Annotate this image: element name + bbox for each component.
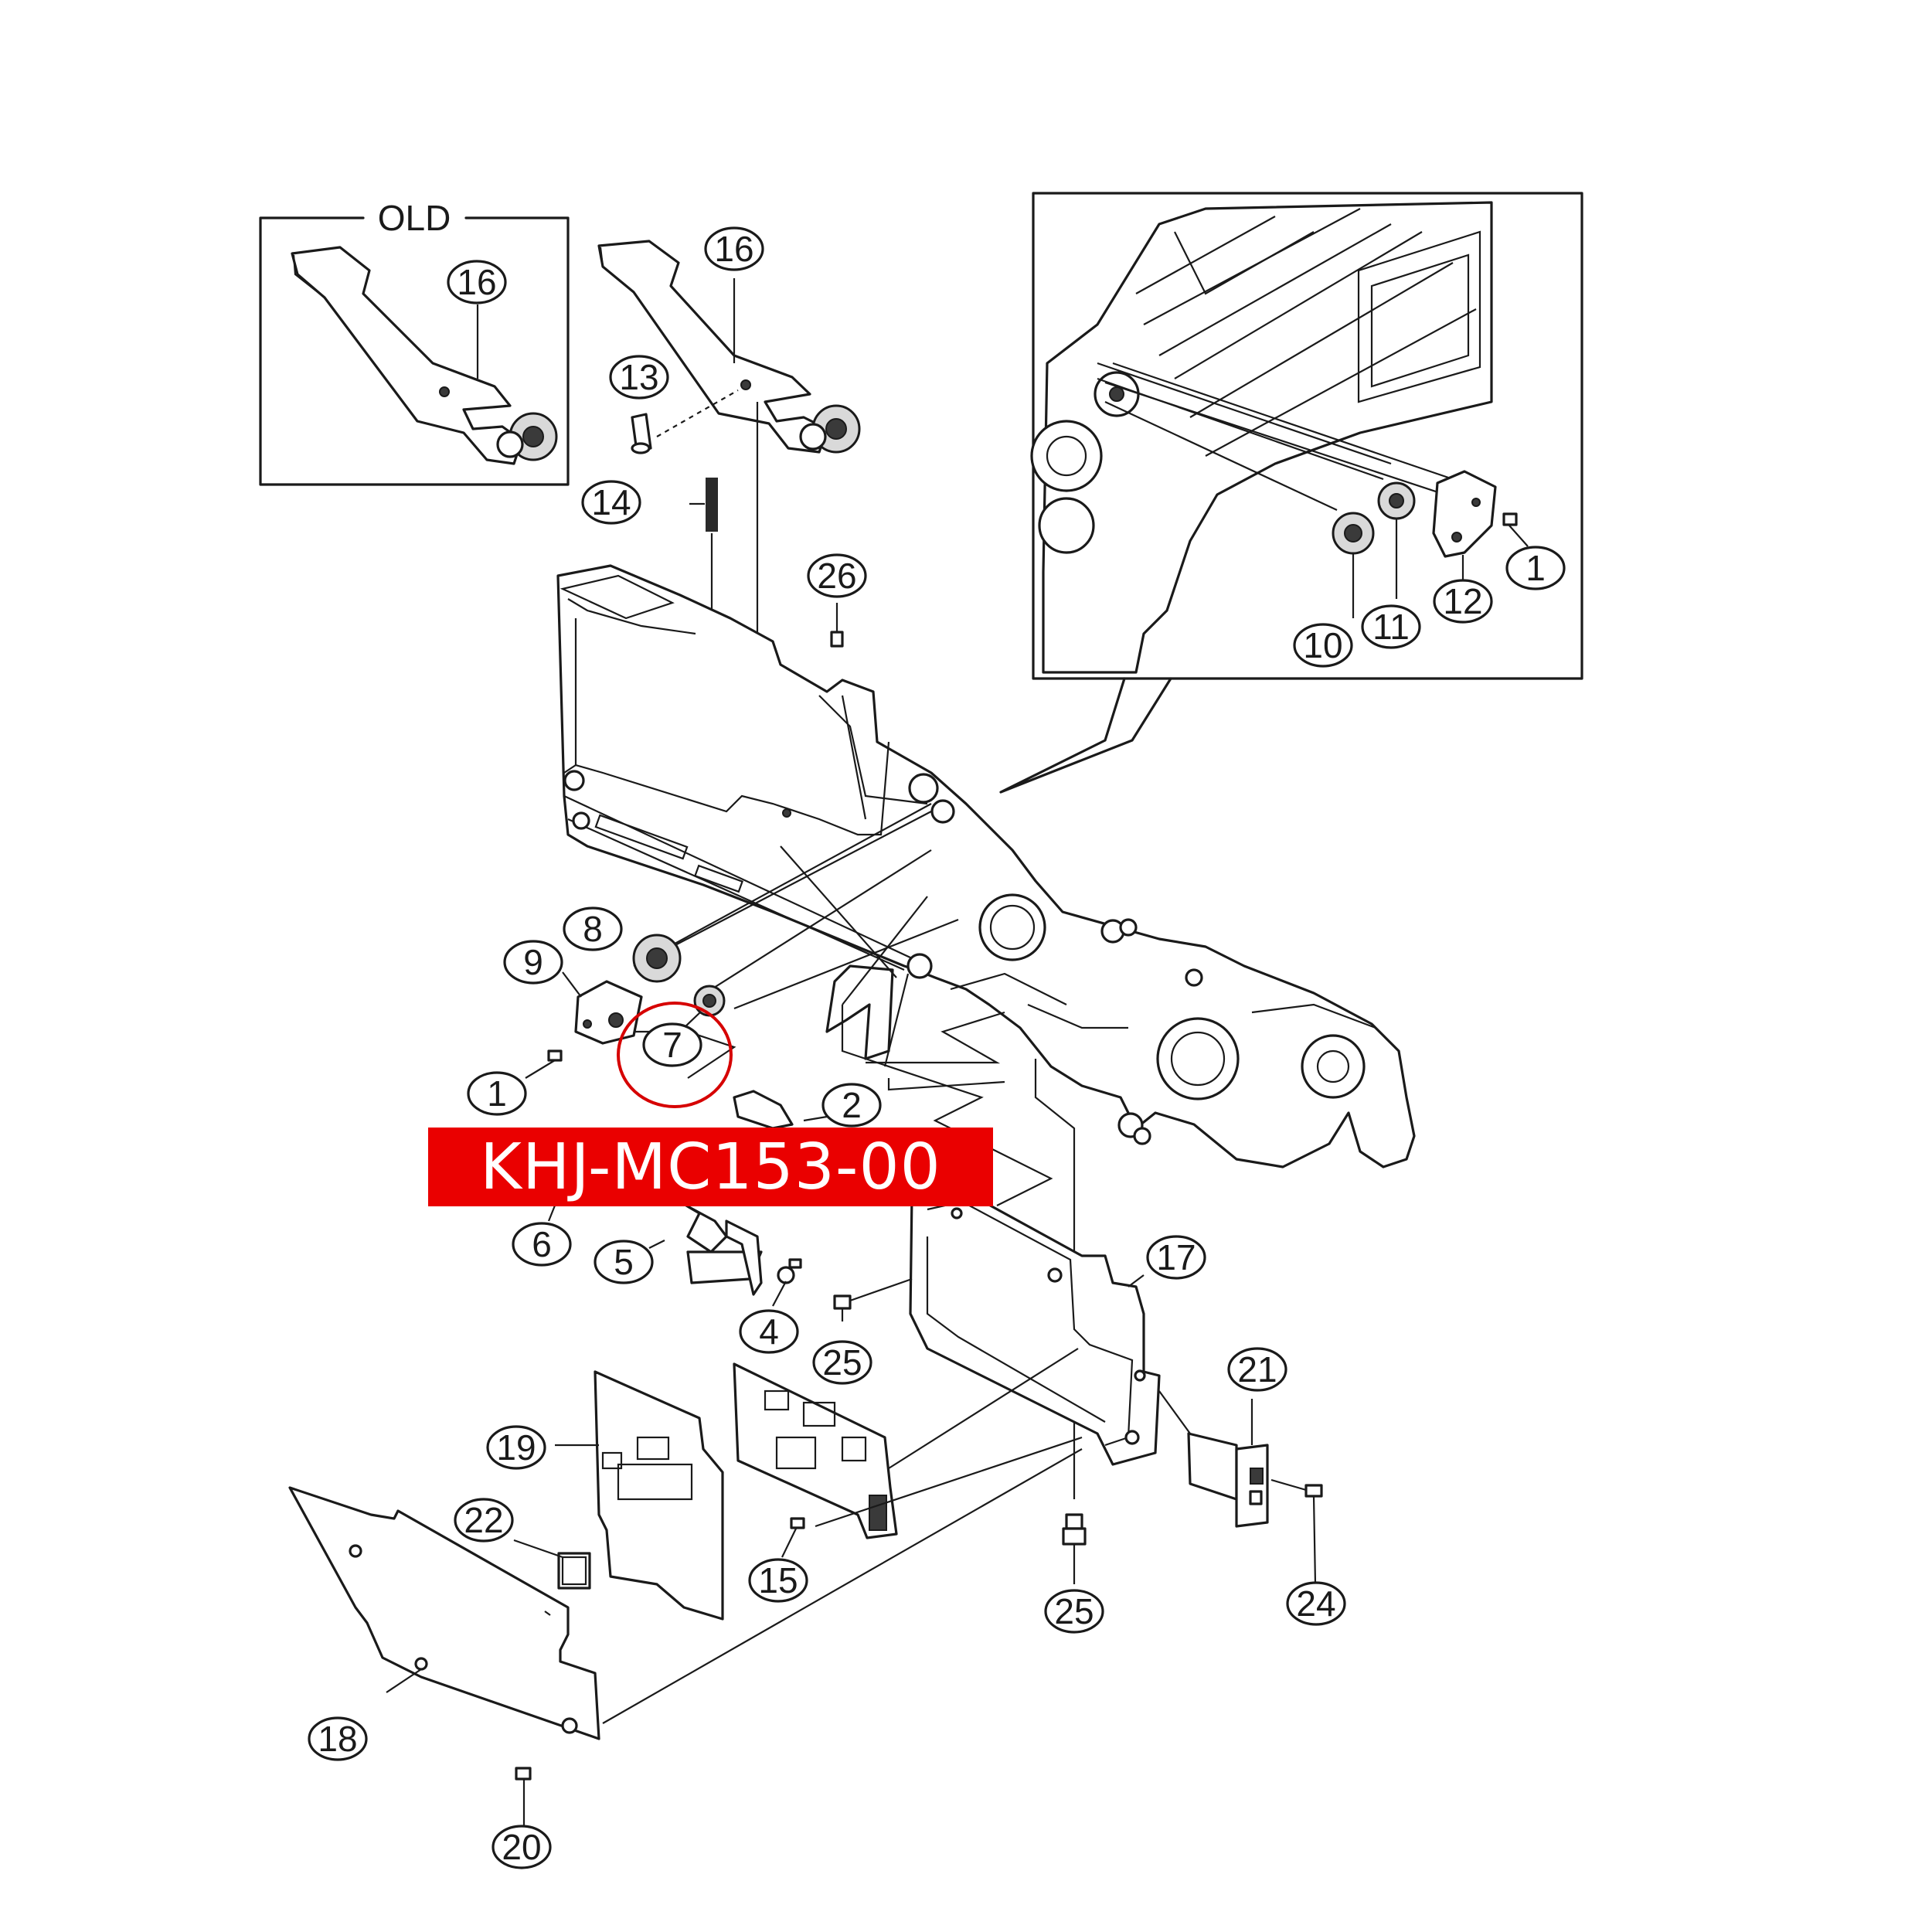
svg-text:12: 12 — [1443, 581, 1482, 621]
svg-text:19: 19 — [496, 1427, 536, 1468]
svg-text:2: 2 — [842, 1085, 862, 1125]
part-connector-21 — [1158, 1390, 1269, 1528]
part-spring-14 — [689, 478, 718, 611]
svg-text:21: 21 — [1237, 1349, 1277, 1389]
callout-18: 18 — [308, 1716, 368, 1761]
part-cover-plate-18 — [288, 1448, 1083, 1740]
svg-text:24: 24 — [1296, 1583, 1335, 1624]
svg-text:25: 25 — [822, 1342, 862, 1383]
part-screw-24 — [1270, 1478, 1323, 1585]
callout-4: 4 — [739, 1309, 799, 1354]
svg-text:17: 17 — [1156, 1237, 1196, 1277]
svg-text:25: 25 — [1054, 1591, 1094, 1631]
callout-1: 1 — [467, 1071, 527, 1116]
callout-20: 20 — [492, 1825, 552, 1869]
callout-16: 16 — [704, 226, 764, 271]
callout-17: 17 — [1146, 1235, 1206, 1280]
callout-22: 22 — [454, 1498, 514, 1543]
part-screw-20 — [515, 1767, 532, 1828]
main-feeder-frame — [556, 564, 1416, 1499]
svg-text:8: 8 — [583, 909, 603, 949]
svg-text:1: 1 — [487, 1073, 507, 1114]
part-pad-22 — [513, 1539, 591, 1590]
svg-text:4: 4 — [759, 1311, 779, 1352]
callout-12: 12 — [1433, 579, 1493, 624]
old-part-inset: OLD — [259, 198, 570, 486]
part-pcb — [733, 1348, 1083, 1558]
part-screw-26 — [830, 603, 844, 648]
callout-21: 21 — [1227, 1347, 1287, 1392]
part-screw-1 — [525, 1049, 563, 1079]
callout-8: 8 — [563, 906, 623, 951]
callout-25-lower: 25 — [1044, 1589, 1104, 1634]
callout-14: 14 — [581, 480, 641, 525]
part-cover-19 — [555, 1370, 724, 1621]
svg-text:15: 15 — [758, 1560, 798, 1600]
callout-1-inset: 1 — [1505, 546, 1566, 590]
part-screw-25-lower — [1062, 1513, 1087, 1584]
svg-text:5: 5 — [614, 1242, 634, 1282]
svg-text:16: 16 — [457, 262, 496, 302]
svg-text:13: 13 — [619, 357, 658, 397]
old-box-label: OLD — [378, 198, 451, 238]
svg-text:11: 11 — [1372, 607, 1410, 647]
part-gear-8 — [632, 934, 682, 983]
callout-11: 11 — [1361, 604, 1421, 649]
callout-10: 10 — [1293, 623, 1353, 668]
callout-5: 5 — [594, 1240, 654, 1284]
callout-26: 26 — [807, 553, 867, 598]
callout-2: 2 — [821, 1083, 882, 1128]
callout-16-old: 16 — [447, 260, 507, 304]
callout-6: 6 — [512, 1222, 572, 1267]
part-pin-13 — [631, 389, 739, 454]
part-motor-assembly — [547, 1090, 851, 1307]
callout-15: 15 — [748, 1558, 808, 1603]
part-screw-25-upper — [833, 1277, 913, 1321]
highlight-circle-callout-7 — [617, 1002, 733, 1108]
svg-text:9: 9 — [523, 942, 543, 982]
part-frame-17 — [909, 1189, 1161, 1466]
svg-text:18: 18 — [318, 1719, 357, 1759]
svg-text:22: 22 — [464, 1500, 503, 1540]
callout-19: 19 — [486, 1425, 546, 1470]
svg-text:16: 16 — [714, 229, 753, 269]
svg-text:26: 26 — [817, 556, 856, 596]
callout-9: 9 — [503, 940, 563, 985]
part-number-banner: KHJ-MC153-00 — [428, 1128, 993, 1206]
part-lever-16 — [597, 240, 861, 750]
svg-text:14: 14 — [591, 482, 631, 522]
svg-text:10: 10 — [1303, 625, 1342, 665]
detail-inset — [999, 192, 1583, 794]
svg-text:6: 6 — [532, 1224, 552, 1264]
svg-text:20: 20 — [502, 1827, 541, 1867]
callout-13: 13 — [609, 355, 669, 400]
callout-24: 24 — [1286, 1581, 1346, 1626]
svg-text:1: 1 — [1526, 548, 1546, 588]
callout-25-upper: 25 — [812, 1340, 872, 1385]
